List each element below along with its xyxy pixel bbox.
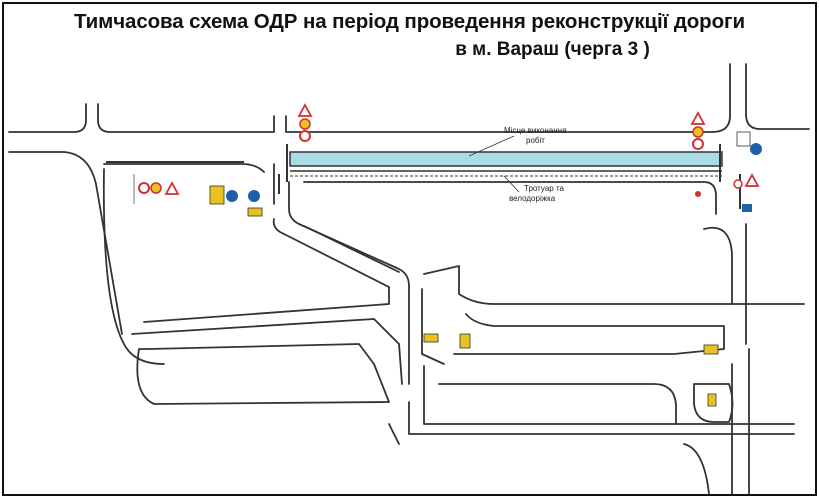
speed-limit-icon: [692, 126, 704, 138]
no-entry-icon: [299, 130, 311, 142]
speed-limit-icon: [299, 118, 311, 130]
warning-triangle-icon: [744, 173, 760, 187]
road-map: Місце виконання робіт Тротуар та велодор…: [8, 63, 810, 494]
work-zone-leader: [468, 135, 515, 157]
detour-plate-icon: [423, 333, 439, 343]
sign-group-top-right: [690, 111, 762, 212]
detour-plate-icon: [707, 393, 717, 407]
direction-arrow-icon: [226, 190, 238, 202]
info-plate-icon: [736, 131, 751, 147]
work-zone-label-1: Місце виконання: [504, 126, 566, 135]
signal-light-icon: [695, 191, 701, 197]
warning-triangle-icon: [690, 111, 706, 125]
sidewalk-label-1: Тротуар та: [524, 184, 565, 193]
speed-limit-icon: [150, 182, 162, 194]
road-network: [8, 63, 810, 494]
no-entry-icon: [733, 179, 743, 189]
sign-group-top-center: [297, 103, 313, 142]
sign-group-left: [133, 174, 180, 204]
warning-triangle-icon: [164, 181, 180, 195]
detour-plate-icon: [459, 333, 471, 349]
work-zone-label-2: робіт: [526, 136, 545, 145]
sidewalk-leader: [503, 175, 520, 193]
scheme-title: Тимчасова схема ОДР на період проведення…: [74, 10, 745, 33]
detour-plate-icon: [742, 204, 752, 212]
work-zone-strip: [289, 151, 723, 167]
sign-group-lower: [423, 333, 719, 407]
scheme-subtitle: в м. Вараш (черга 3 ): [455, 39, 650, 60]
detour-plate-icon: [703, 344, 719, 355]
detour-sign-icon: [209, 185, 225, 205]
direction-arrow-icon: [248, 190, 260, 202]
warning-triangle-icon: [297, 103, 313, 117]
detour-plate-icon: [247, 207, 263, 217]
no-entry-icon: [692, 138, 704, 150]
sidewalk-label-2: велодоріжка: [509, 194, 556, 203]
no-entry-icon: [138, 182, 150, 194]
direction-arrow-icon: [750, 143, 762, 155]
sign-group-detour-left: [209, 185, 263, 217]
